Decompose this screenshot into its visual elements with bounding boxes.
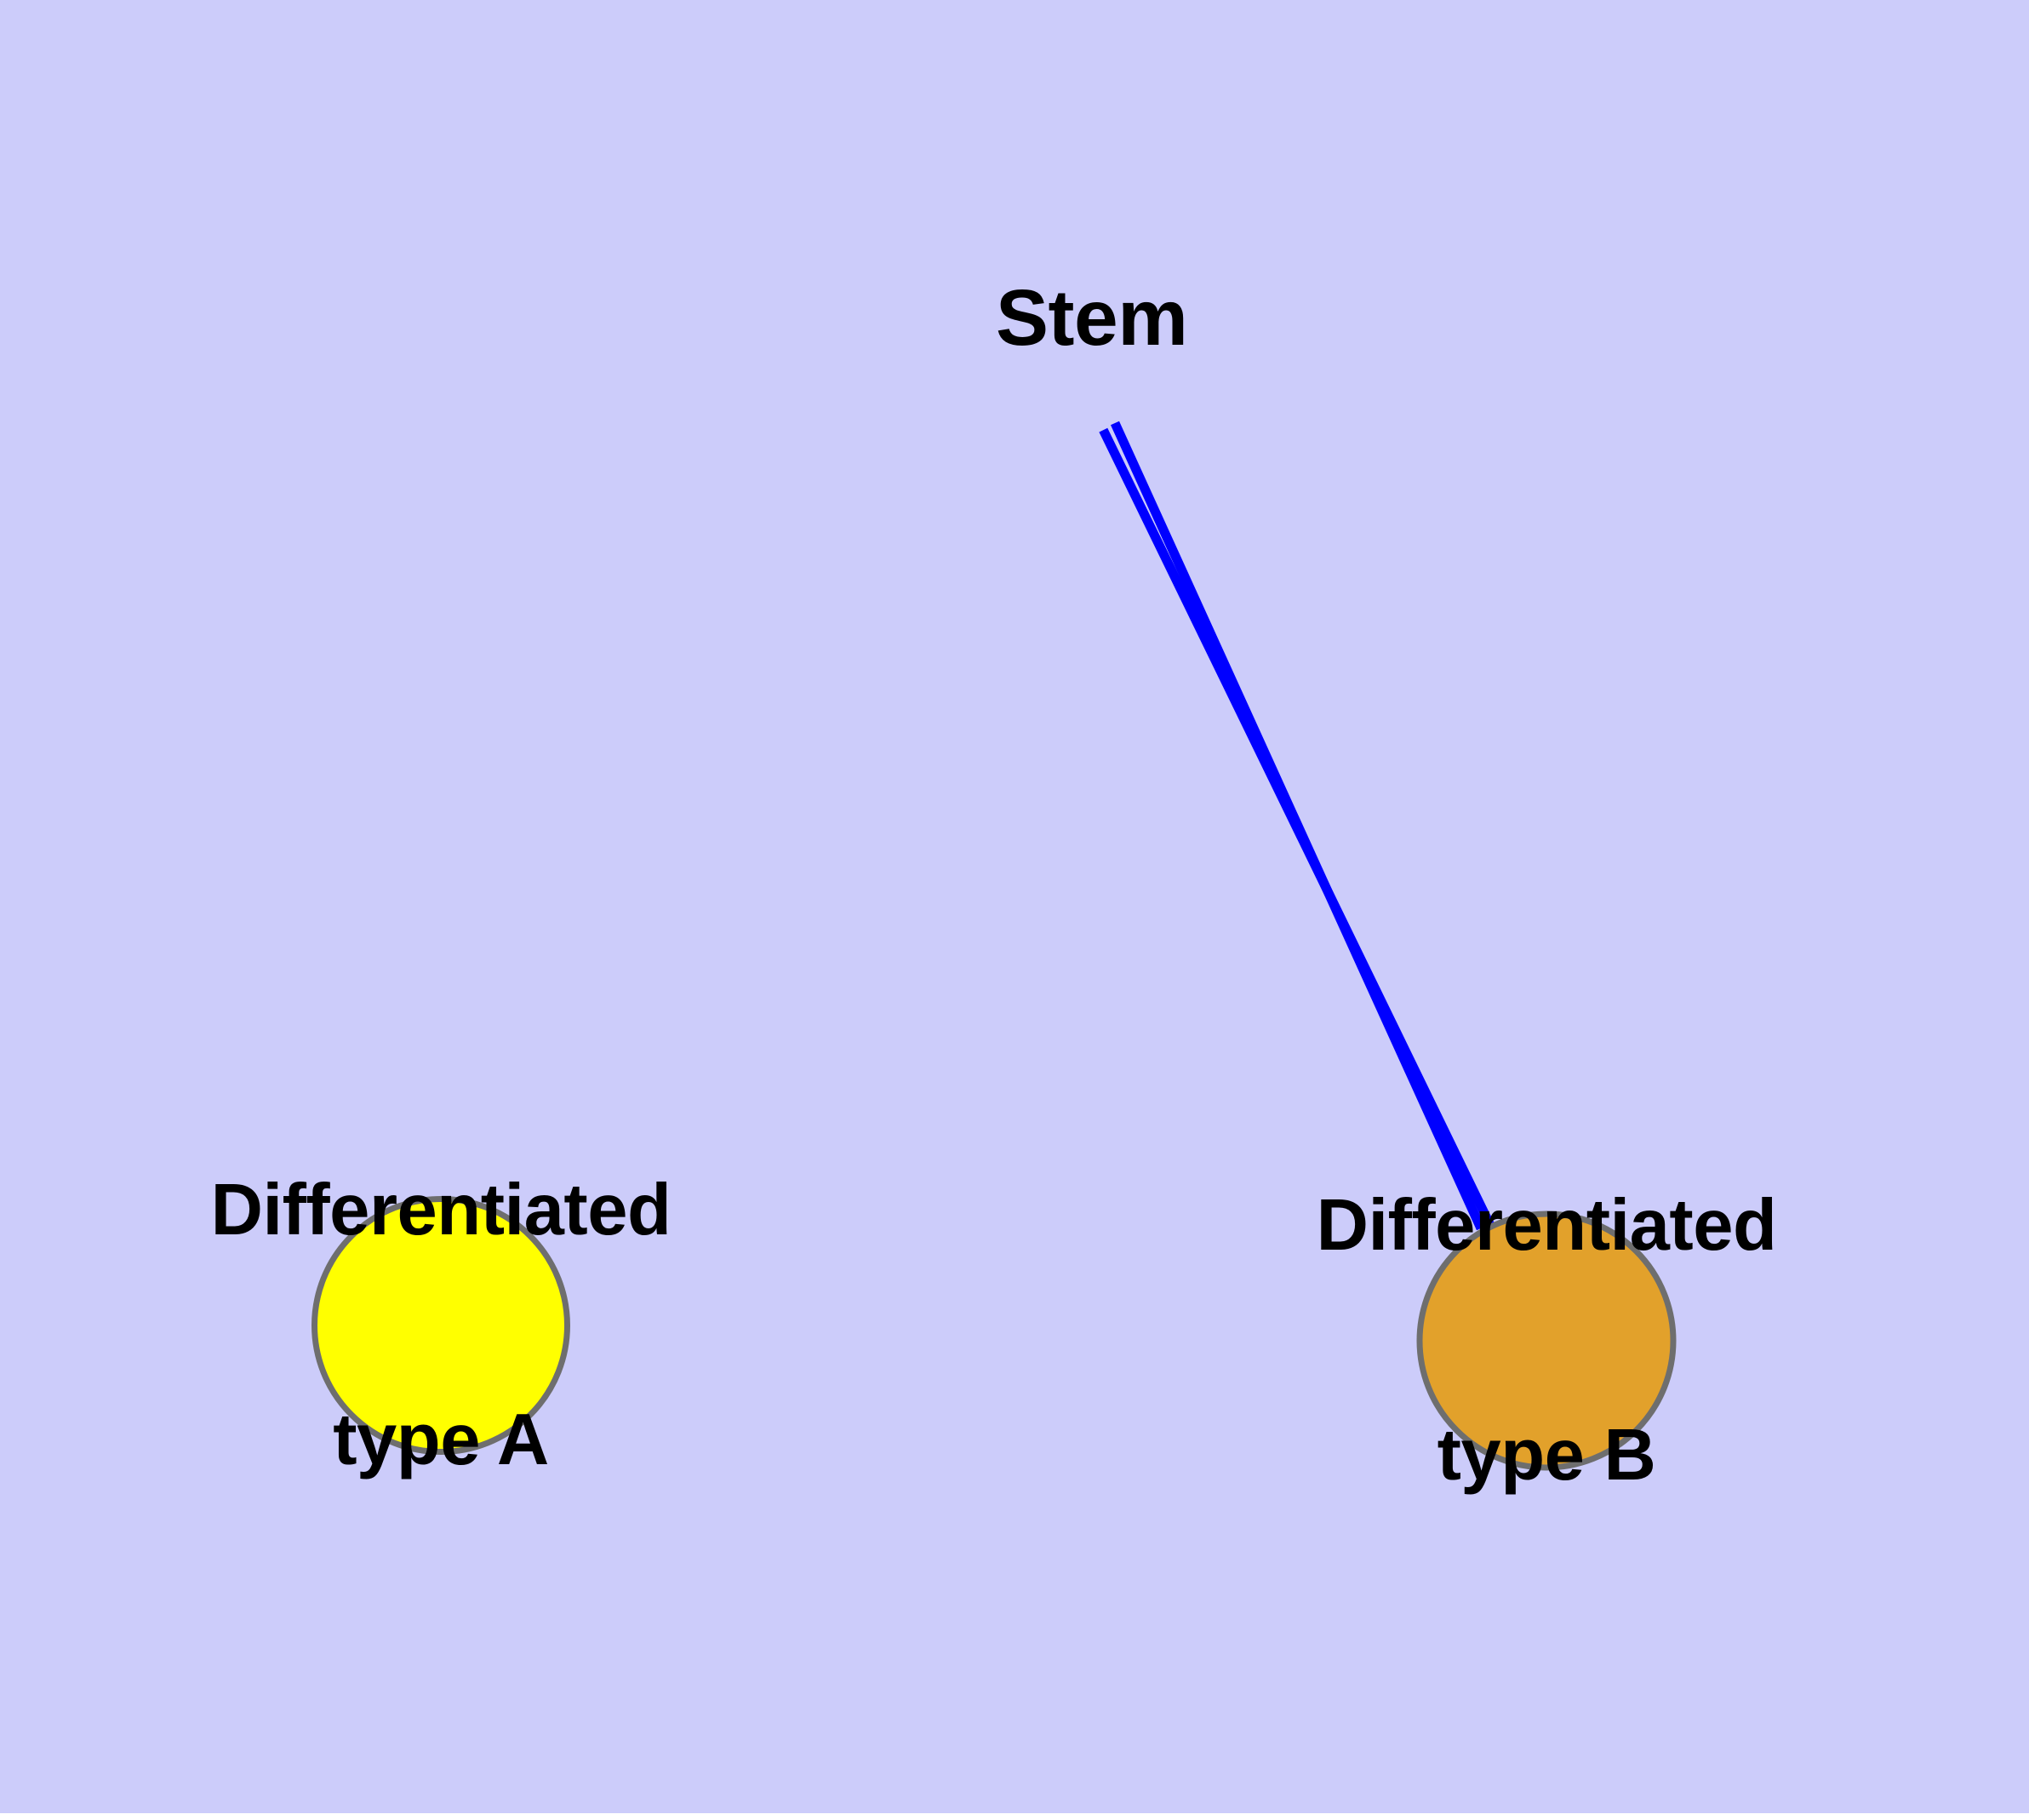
edge-stem-to-differentiated-type-b[interactable]	[1110, 421, 1486, 1231]
node-differentiated-type-b[interactable]	[1416, 1210, 1677, 1471]
edge-layer	[1099, 421, 1495, 1231]
node-layer	[311, 1196, 1677, 1471]
node-stem[interactable]	[311, 1196, 570, 1455]
